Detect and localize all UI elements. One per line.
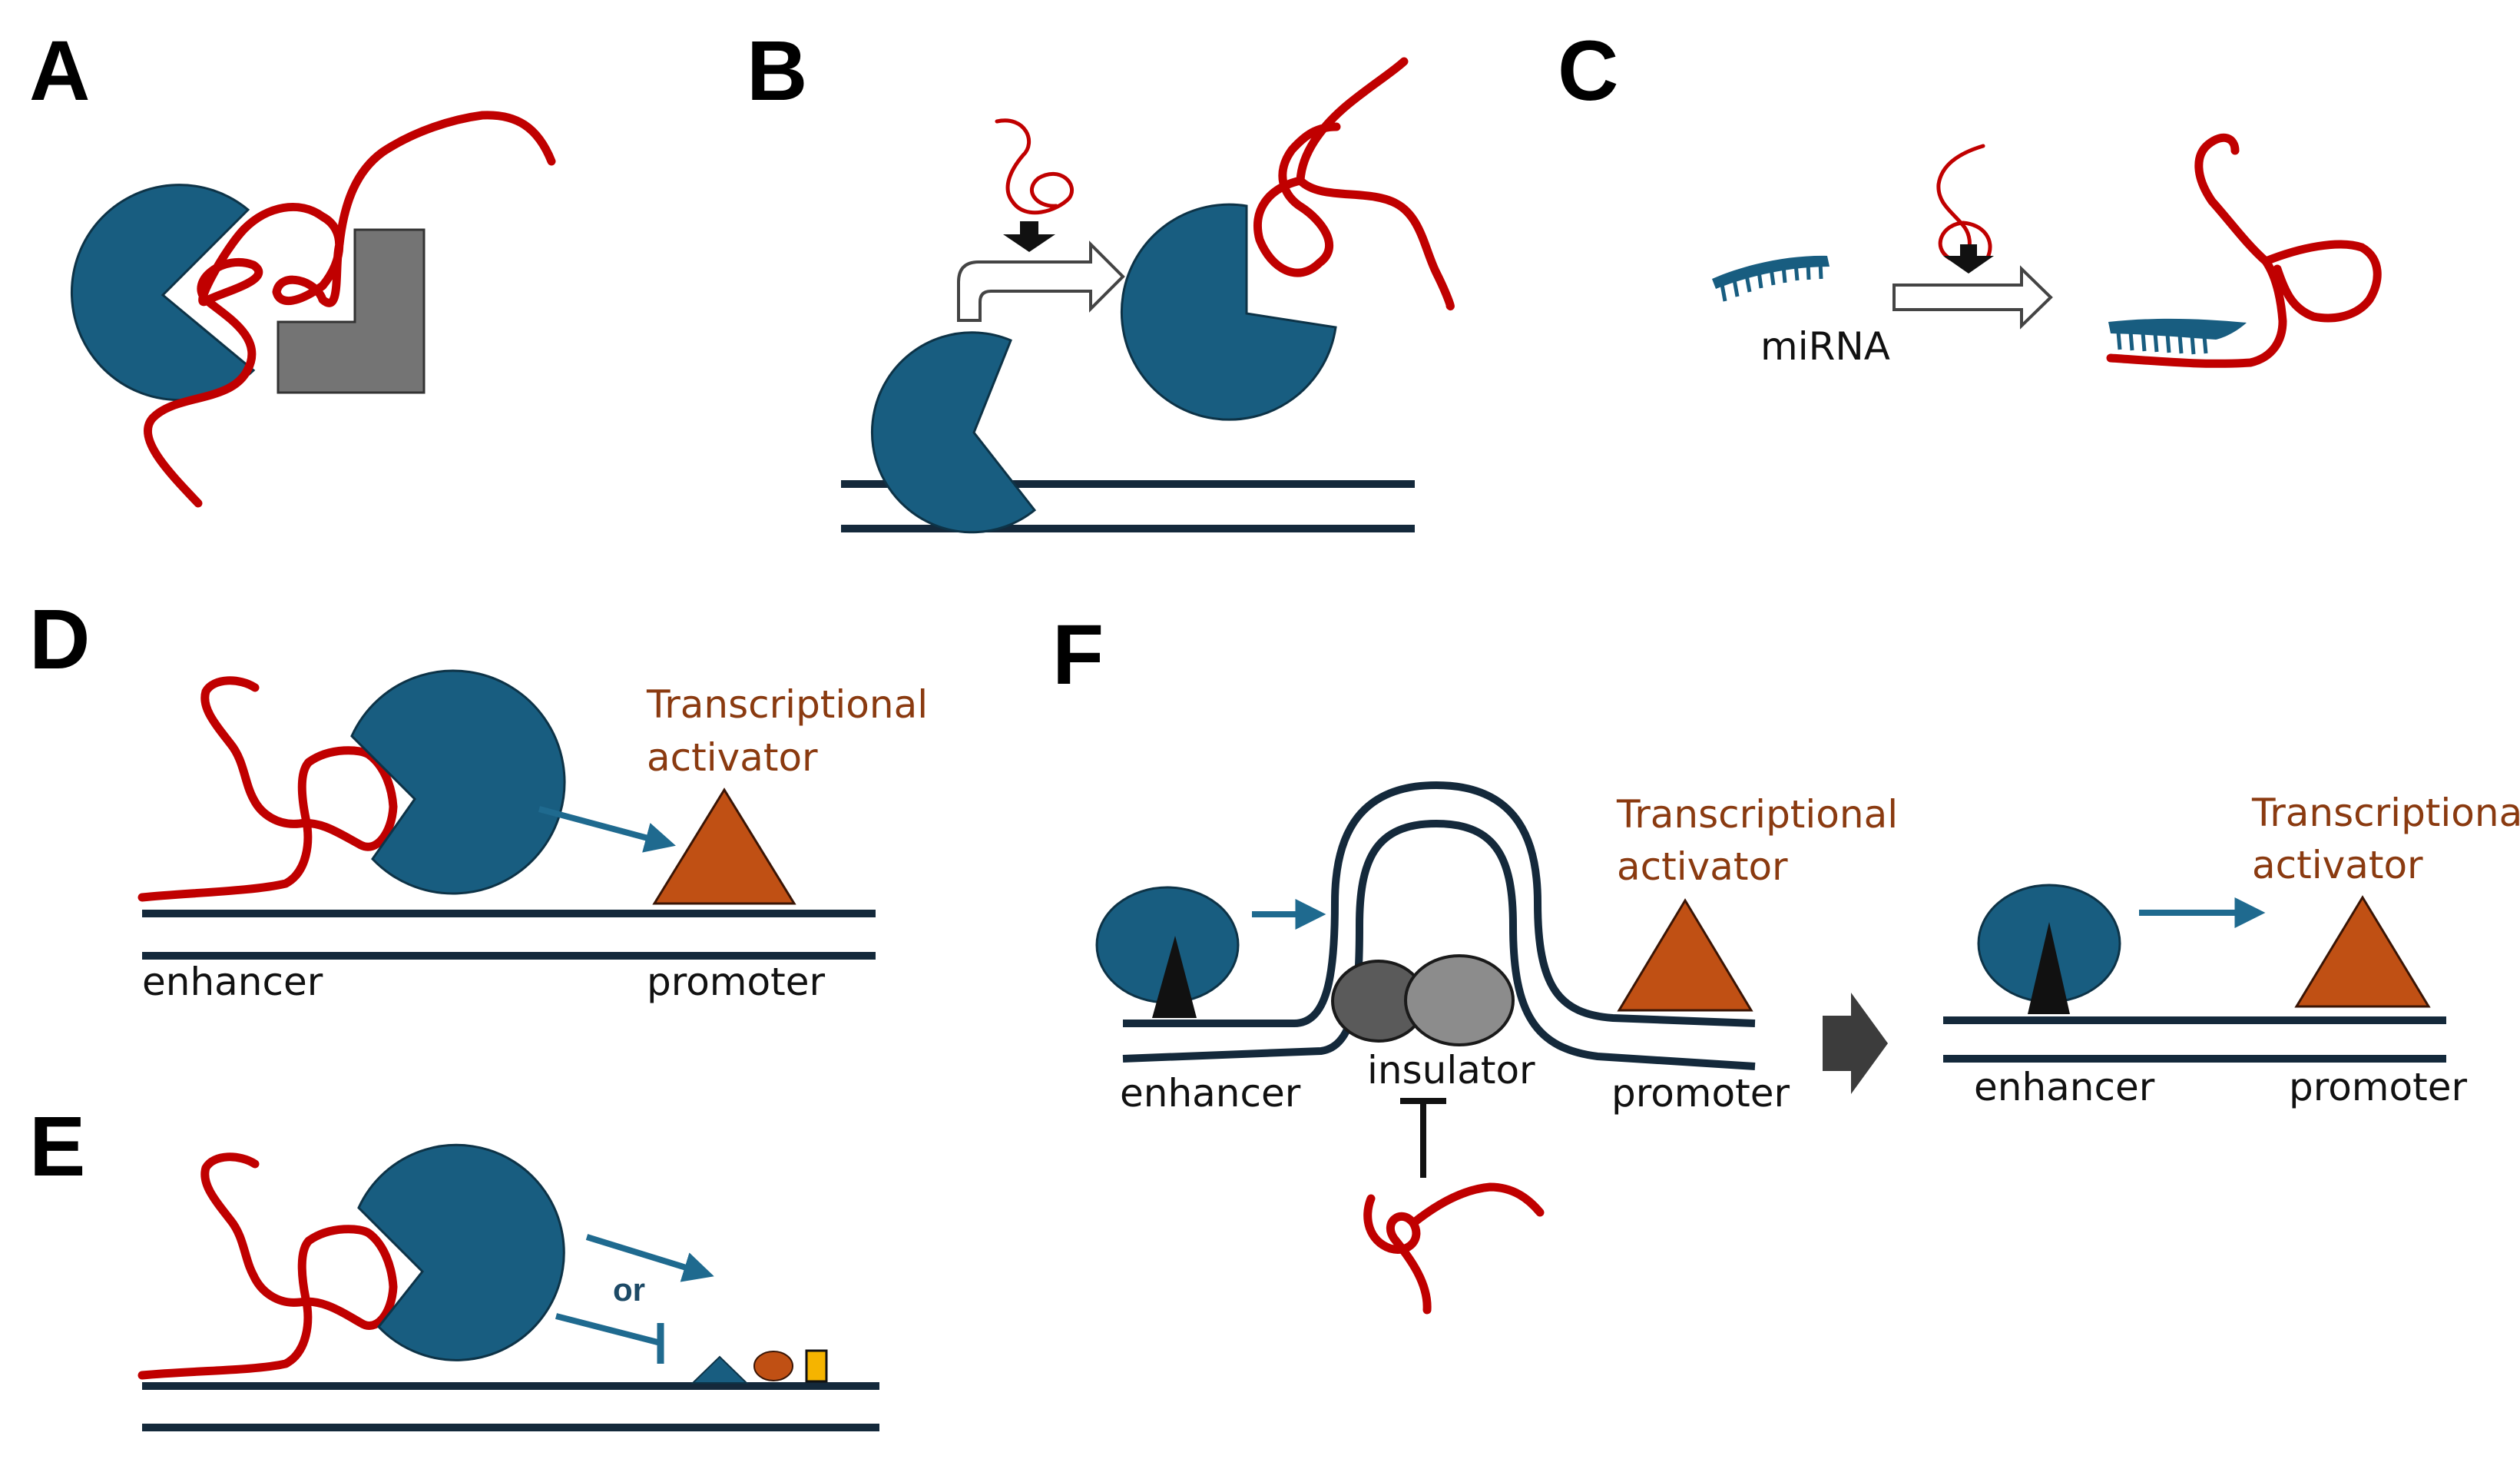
lncrna-b bbox=[1253, 57, 1455, 311]
bent-hollow-arrow-b bbox=[957, 240, 1125, 322]
enhancer-label-f: enhancer bbox=[1120, 1071, 1301, 1116]
down-arrow-b bbox=[1003, 221, 1055, 252]
cofactor-triangle-e bbox=[690, 1355, 749, 1384]
enhancer-binding-spike-f bbox=[1152, 936, 1197, 1018]
repression-line-e bbox=[555, 1313, 661, 1346]
activator-label-f2-line1: Transcriptional bbox=[2251, 791, 2520, 835]
panel-b bbox=[841, 57, 1455, 534]
cofactor-oval-e bbox=[753, 1351, 793, 1381]
transition-arrow bbox=[1823, 993, 1888, 1094]
activator-label-f2-line2: activator bbox=[2252, 843, 2423, 887]
lncrna-d bbox=[137, 676, 398, 902]
enhancer-binding-spike-f2 bbox=[2028, 922, 2070, 1014]
activation-arrow-e bbox=[585, 1234, 714, 1282]
small-lncrna-b bbox=[995, 118, 1074, 215]
transcriptional-activator-f bbox=[1617, 898, 1753, 1012]
lncrna-a bbox=[144, 111, 556, 508]
transcriptional-activator-d bbox=[652, 788, 796, 905]
activator-label-f-line2: activator bbox=[1617, 844, 1788, 889]
panel-d: Transcriptional activator enhancer promo… bbox=[137, 669, 928, 1004]
lncrna-c bbox=[2106, 133, 2382, 368]
small-lncrna-c bbox=[1936, 144, 1992, 262]
mirna-label: miRNA bbox=[1760, 324, 1890, 369]
enhancer-label-d: enhancer bbox=[142, 960, 323, 1004]
activator-label-d-line1: Transcriptional bbox=[646, 682, 928, 727]
promoter-label-f: promoter bbox=[1611, 1071, 1790, 1116]
panel-label-f: F bbox=[1052, 608, 1104, 702]
panel-label-d: D bbox=[29, 592, 90, 687]
protein-pacman-b-bound bbox=[870, 331, 1037, 534]
promoter-label-d: promoter bbox=[647, 960, 825, 1004]
protein-pacman-e bbox=[357, 1143, 565, 1361]
insulator-label: insulator bbox=[1367, 1048, 1535, 1093]
lncrna-e bbox=[137, 1152, 398, 1380]
activator-label-d-line2: activator bbox=[647, 735, 818, 780]
transcriptional-activator-f2 bbox=[2294, 895, 2431, 1008]
protein-pacman-b-free bbox=[1120, 203, 1337, 421]
panel-label-b: B bbox=[747, 24, 807, 118]
down-arrow-c bbox=[1943, 244, 1994, 274]
arrow-d-to-activator bbox=[538, 806, 676, 853]
panel-label-e: E bbox=[29, 1099, 85, 1194]
l-shaped-blocker bbox=[277, 228, 426, 394]
cofactor-rect-e bbox=[805, 1349, 828, 1383]
hollow-arrow-c bbox=[1892, 265, 2053, 330]
mirna-teeth-free bbox=[1720, 261, 1823, 302]
panel-label-c: C bbox=[1558, 24, 1618, 118]
promoter-label-f2: promoter bbox=[2289, 1065, 2467, 1109]
panel-c: miRNA bbox=[1712, 133, 2382, 369]
panel-f-looped: Transcriptional activator enhancer insul… bbox=[1095, 781, 1898, 1315]
enhancer-label-f2: enhancer bbox=[1974, 1065, 2155, 1109]
or-label: or bbox=[613, 1272, 645, 1308]
panel-a bbox=[71, 111, 556, 508]
mirna-teeth-bound bbox=[2116, 331, 2208, 355]
dna-loop-outer bbox=[1123, 781, 1756, 1027]
panel-f-linear: Transcriptional activator enhancer promo… bbox=[1943, 791, 2520, 1109]
protein-pacman-d bbox=[350, 669, 566, 895]
lncrna-f bbox=[1363, 1182, 1545, 1315]
insulator-right bbox=[1404, 954, 1515, 1046]
panel-label-a: A bbox=[29, 24, 90, 118]
activator-label-f-line1: Transcriptional bbox=[1616, 792, 1898, 837]
panel-e: or bbox=[137, 1143, 879, 1431]
